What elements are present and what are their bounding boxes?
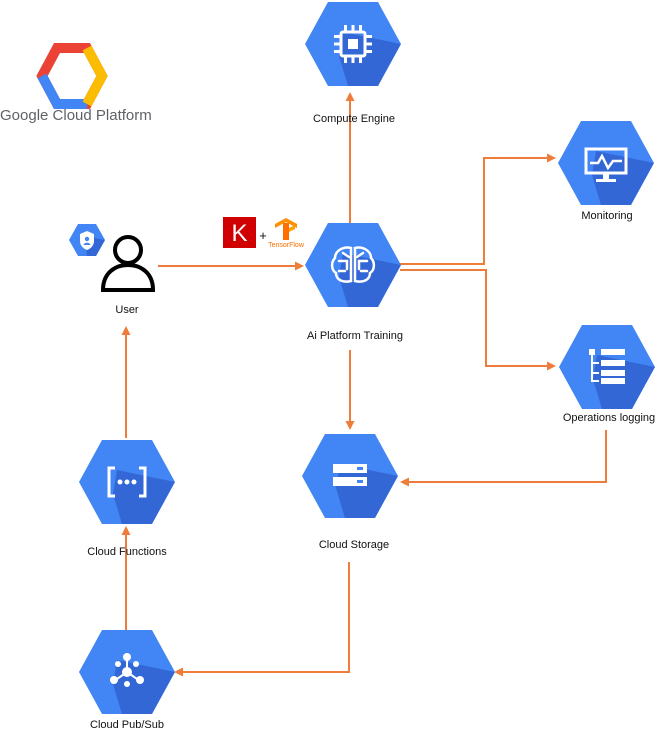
- edge-cloud-pubsub-to-cloud-functions: [121, 526, 131, 630]
- pubsub-icon: [110, 653, 144, 687]
- node-cloud-storage[interactable]: Cloud Storage: [302, 434, 398, 551]
- node-monitoring[interactable]: Monitoring: [558, 121, 654, 222]
- monitoring-label: Monitoring: [581, 210, 632, 222]
- edge-ai-platform-to-monitoring: [400, 153, 556, 265]
- edge-ai-platform-to-operations-logging: [400, 269, 556, 371]
- operations-logging-label: Operations logging: [563, 412, 655, 424]
- storage-icon: [333, 464, 367, 486]
- edge-cloud-storage-to-cloud-pubsub: [174, 562, 350, 677]
- node-operations-logging[interactable]: Operations logging: [559, 325, 655, 424]
- ai-platform-label: Ai Platform Training: [307, 330, 403, 342]
- security-badge-icon: [69, 224, 105, 256]
- functions-icon: [107, 466, 147, 498]
- person-icon: [100, 235, 156, 292]
- chip-icon: [334, 25, 372, 63]
- compute-engine-label: Compute Engine: [313, 113, 395, 125]
- node-compute-engine[interactable]: Compute Engine: [305, 2, 401, 125]
- node-ai-platform-training[interactable]: Ai Platform Training: [305, 223, 403, 342]
- cloud-pubsub-label: Cloud Pub/Sub: [90, 719, 164, 731]
- tensorflow-logo-icon: TensorFlow: [268, 218, 305, 249]
- tensorflow-label: TensorFlow: [268, 242, 305, 249]
- edge-ai-platform-to-compute-engine: [345, 92, 355, 225]
- framework-badges: K + TensorFlow: [223, 217, 305, 249]
- brain-icon: [330, 246, 376, 283]
- edge-operations-logging-to-cloud-storage: [400, 430, 607, 487]
- cloud-functions-label: Cloud Functions: [87, 546, 167, 558]
- gcp-logo: Google Cloud Platform: [0, 43, 152, 124]
- monitor-icon: [584, 147, 628, 182]
- logging-icon: [589, 349, 625, 384]
- user-label: User: [115, 304, 139, 316]
- node-cloud-pubsub[interactable]: Cloud Pub/Sub: [79, 630, 175, 731]
- edge-cloud-functions-to-user: [121, 326, 131, 438]
- edge-user-to-ai-platform: [158, 261, 304, 271]
- gcp-hexagon-logo-icon: [36, 43, 108, 109]
- cloud-storage-label: Cloud Storage: [319, 539, 389, 551]
- gcp-brand-text: Google Cloud Platform: [0, 107, 152, 124]
- node-cloud-functions[interactable]: Cloud Functions: [79, 440, 175, 558]
- keras-letter: K: [231, 220, 247, 247]
- keras-logo-icon: K: [223, 217, 256, 248]
- plus-sign: +: [259, 228, 267, 243]
- node-user[interactable]: User: [69, 224, 156, 316]
- edge-ai-platform-to-cloud-storage: [345, 350, 355, 430]
